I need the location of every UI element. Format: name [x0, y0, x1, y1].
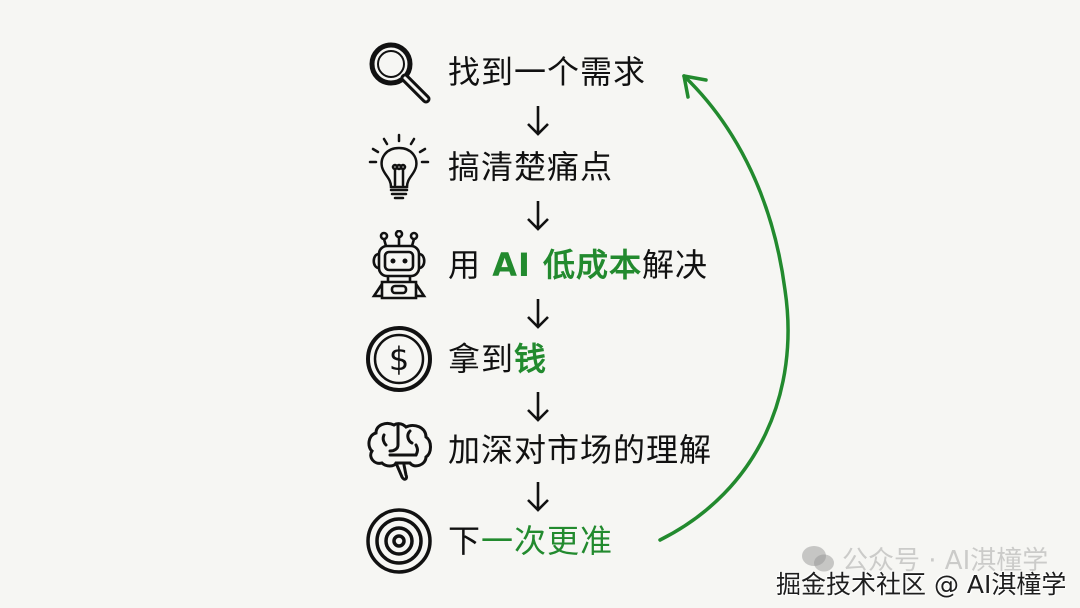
robot-icon [362, 228, 436, 302]
step-more-accurate: 下一次更准 [362, 506, 613, 576]
brain-icon [362, 413, 436, 487]
step-label: 拿到钱 [448, 340, 548, 378]
down-arrow-icon [527, 299, 549, 329]
highlight-text: 钱 [514, 340, 548, 378]
juejin-watermark: 掘金技术社区 @ AI淇橦学 [776, 570, 1067, 599]
step-label: 用 AI 低成本解决 [448, 246, 709, 284]
svg-text:$: $ [389, 340, 409, 378]
step-market-understanding: 加深对市场的理解 [362, 415, 712, 485]
lightbulb-icon [362, 130, 436, 204]
magnifier-icon [362, 35, 436, 109]
down-arrow-icon [527, 201, 549, 231]
wechat-watermark: 公众号 · AI淇橦学 [800, 540, 1048, 577]
step-label: 加深对市场的理解 [448, 431, 713, 469]
step-ai-solve: 用 AI 低成本解决 [362, 230, 708, 300]
dollar-coin-icon: $ [362, 322, 436, 396]
step-get-money: $ 拿到钱 [362, 324, 547, 394]
wechat-icon [802, 545, 834, 571]
down-arrow-icon [527, 482, 549, 512]
highlight-text: AI 低成本 [492, 246, 643, 284]
target-icon [362, 504, 436, 578]
step-label: 下一次更准 [448, 522, 614, 560]
down-arrow-icon [527, 392, 549, 422]
step-find-need: 找到一个需求 [362, 37, 646, 107]
step-label: 找到一个需求 [448, 53, 647, 91]
highlight-text: 一次更准 [481, 522, 614, 560]
step-clarify-pain: 搞清楚痛点 [362, 132, 613, 202]
down-arrow-icon [527, 106, 549, 136]
step-label: 搞清楚痛点 [448, 148, 614, 186]
